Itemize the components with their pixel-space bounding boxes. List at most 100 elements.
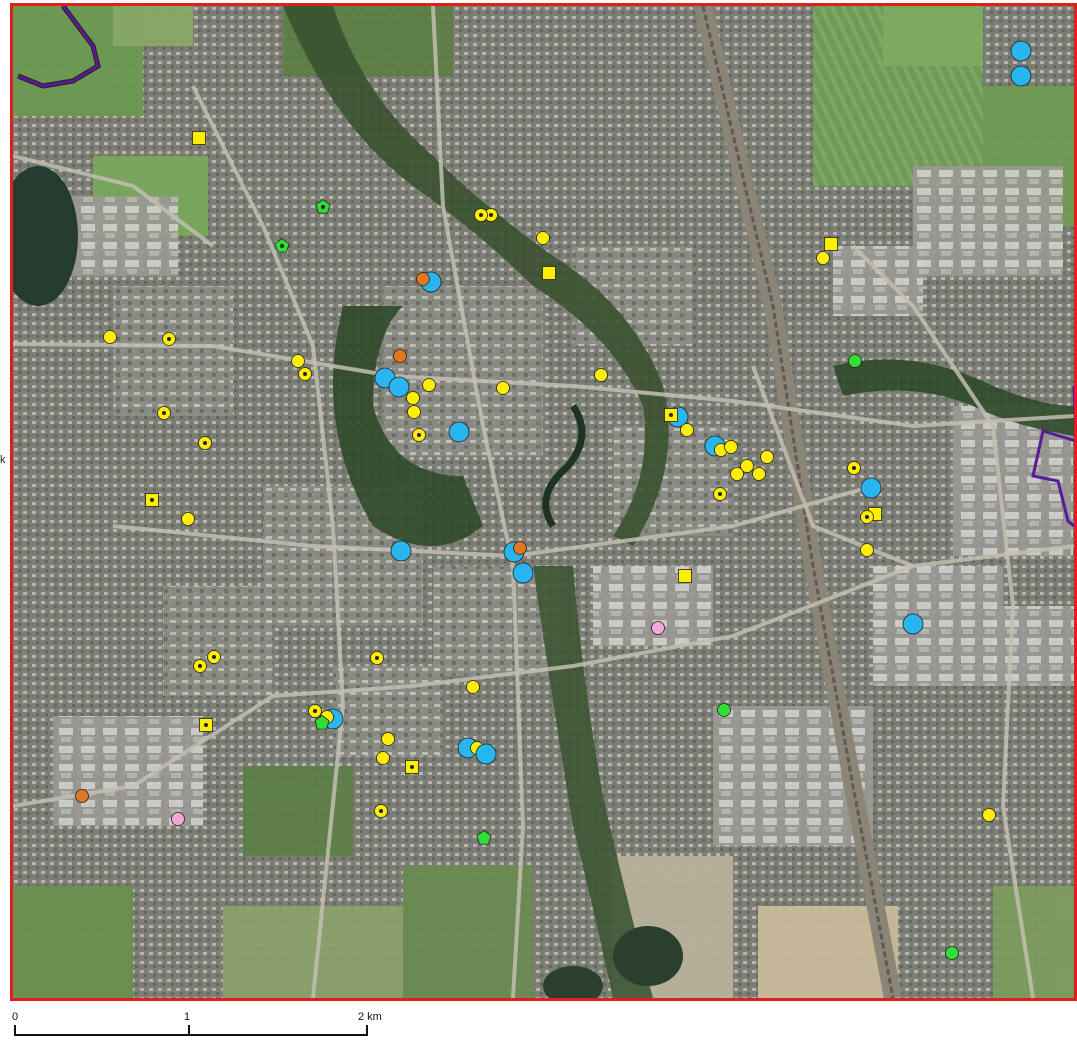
- marker-circle: [536, 231, 550, 245]
- marker-center-dot: [410, 765, 414, 769]
- green-pent-marker[interactable]: [476, 830, 492, 845]
- yellow-circle-dot-marker[interactable]: [162, 332, 176, 346]
- blue-circle-marker[interactable]: [902, 613, 924, 635]
- marker-layer[interactable]: [75, 40, 1032, 960]
- yellow-circle-dot-marker[interactable]: [713, 487, 727, 501]
- marker-circle: [381, 732, 395, 746]
- orange-circle-marker[interactable]: [393, 349, 407, 363]
- marker-circle: [512, 562, 534, 584]
- blue-circle-marker[interactable]: [390, 540, 412, 562]
- yellow-circle-marker[interactable]: [496, 381, 510, 395]
- yellow-circle-marker[interactable]: [103, 330, 117, 344]
- yellow-circle-dot-marker[interactable]: [374, 804, 388, 818]
- marker-circle: [1010, 40, 1032, 62]
- yellow-square-marker[interactable]: [192, 131, 206, 145]
- yellow-circle-dot-marker[interactable]: [474, 208, 488, 222]
- yellow-circle-dot-marker[interactable]: [370, 651, 384, 665]
- yellow-square-dot-marker[interactable]: [199, 718, 213, 732]
- yellow-square-dot-marker[interactable]: [145, 493, 159, 507]
- orange-circle-marker[interactable]: [513, 541, 527, 555]
- green-circle-marker[interactable]: [848, 354, 862, 368]
- block-0: [113, 286, 233, 416]
- yellow-circle-marker[interactable]: [381, 732, 395, 746]
- blue-circle-marker[interactable]: [388, 376, 410, 398]
- yellow-circle-marker[interactable]: [536, 231, 550, 245]
- yellow-circle-marker[interactable]: [860, 543, 874, 557]
- yellow-circle-marker[interactable]: [291, 354, 305, 368]
- marker-circle: [393, 349, 407, 363]
- marker-center-dot: [162, 411, 166, 415]
- yellow-circle-marker[interactable]: [740, 459, 754, 473]
- marker-circle: [752, 467, 766, 481]
- yellow-circle-dot-marker[interactable]: [298, 367, 312, 381]
- yellow-square-marker[interactable]: [824, 237, 838, 251]
- blue-circle-marker[interactable]: [1010, 65, 1032, 87]
- scale-line: [14, 1034, 368, 1036]
- marker-circle: [724, 440, 738, 454]
- blue-circle-marker[interactable]: [512, 562, 534, 584]
- marker-center-dot: [865, 515, 869, 519]
- yellow-circle-dot-marker[interactable]: [308, 704, 322, 718]
- yellow-circle-marker[interactable]: [816, 251, 830, 265]
- marker-circle: [860, 477, 882, 499]
- yellow-circle-marker[interactable]: [680, 423, 694, 437]
- yellow-square-dot-marker[interactable]: [405, 760, 419, 774]
- marker-circle: [422, 378, 436, 392]
- road-6: [13, 154, 215, 248]
- yellow-circle-marker[interactable]: [730, 467, 744, 481]
- marker-center-dot: [198, 664, 202, 668]
- road-0: [13, 342, 1074, 429]
- yellow-circle-marker[interactable]: [466, 680, 480, 694]
- orange-circle-marker[interactable]: [75, 789, 89, 803]
- marker-circle: [651, 621, 665, 635]
- blue-circle-marker[interactable]: [448, 421, 470, 443]
- marker-center-dot: [379, 809, 383, 813]
- road-4: [751, 365, 914, 568]
- yellow-circle-dot-marker[interactable]: [193, 659, 207, 673]
- yellow-circle-dot-marker[interactable]: [412, 428, 426, 442]
- yellow-circle-marker[interactable]: [406, 391, 420, 405]
- yellow-square-marker[interactable]: [542, 266, 556, 280]
- marker-circle: [848, 354, 862, 368]
- yellow-circle-dot-marker[interactable]: [207, 650, 221, 664]
- yellow-circle-marker[interactable]: [982, 808, 996, 822]
- yellow-circle-marker[interactable]: [594, 368, 608, 382]
- pond-south: [613, 926, 683, 986]
- green-pent-dot-marker[interactable]: [274, 238, 290, 253]
- scale-tick-1: [188, 1025, 190, 1036]
- yellow-circle-marker[interactable]: [760, 450, 774, 464]
- orange-circle-marker[interactable]: [416, 272, 430, 286]
- yellow-circle-dot-marker[interactable]: [847, 461, 861, 475]
- blue-circle-marker[interactable]: [1010, 40, 1032, 62]
- marker-center-dot: [212, 655, 216, 659]
- yellow-circle-dot-marker[interactable]: [860, 510, 874, 524]
- marker-circle: [171, 812, 185, 826]
- yellow-circle-marker[interactable]: [724, 440, 738, 454]
- green-pent-marker[interactable]: [314, 715, 330, 730]
- field-12: [113, 6, 193, 46]
- road-2: [191, 85, 346, 998]
- pink-circle-marker[interactable]: [651, 621, 665, 635]
- aerial-map[interactable]: [13, 6, 1074, 998]
- yellow-square-marker[interactable]: [678, 569, 692, 583]
- aerial-map-frame[interactable]: [10, 3, 1077, 1001]
- yellow-circle-marker[interactable]: [376, 751, 390, 765]
- marker-circle: [407, 405, 421, 419]
- pink-circle-marker[interactable]: [171, 812, 185, 826]
- yellow-circle-dot-marker[interactable]: [157, 406, 171, 420]
- yellow-circle-dot-marker[interactable]: [198, 436, 212, 450]
- yellow-circle-marker[interactable]: [752, 467, 766, 481]
- yellow-circle-marker[interactable]: [407, 405, 421, 419]
- marker-circle: [466, 680, 480, 694]
- marker-circle: [760, 450, 774, 464]
- industrial-6: [833, 246, 923, 316]
- blue-circle-marker[interactable]: [860, 477, 882, 499]
- yellow-circle-marker[interactable]: [422, 378, 436, 392]
- green-circle-marker[interactable]: [717, 703, 731, 717]
- green-pent-dot-marker[interactable]: [315, 199, 331, 214]
- yellow-circle-marker[interactable]: [181, 512, 195, 526]
- blue-circle-marker[interactable]: [475, 743, 497, 765]
- boundary-east: [1031, 386, 1074, 528]
- green-circle-marker[interactable]: [945, 946, 959, 960]
- yellow-square-dot-marker[interactable]: [664, 408, 678, 422]
